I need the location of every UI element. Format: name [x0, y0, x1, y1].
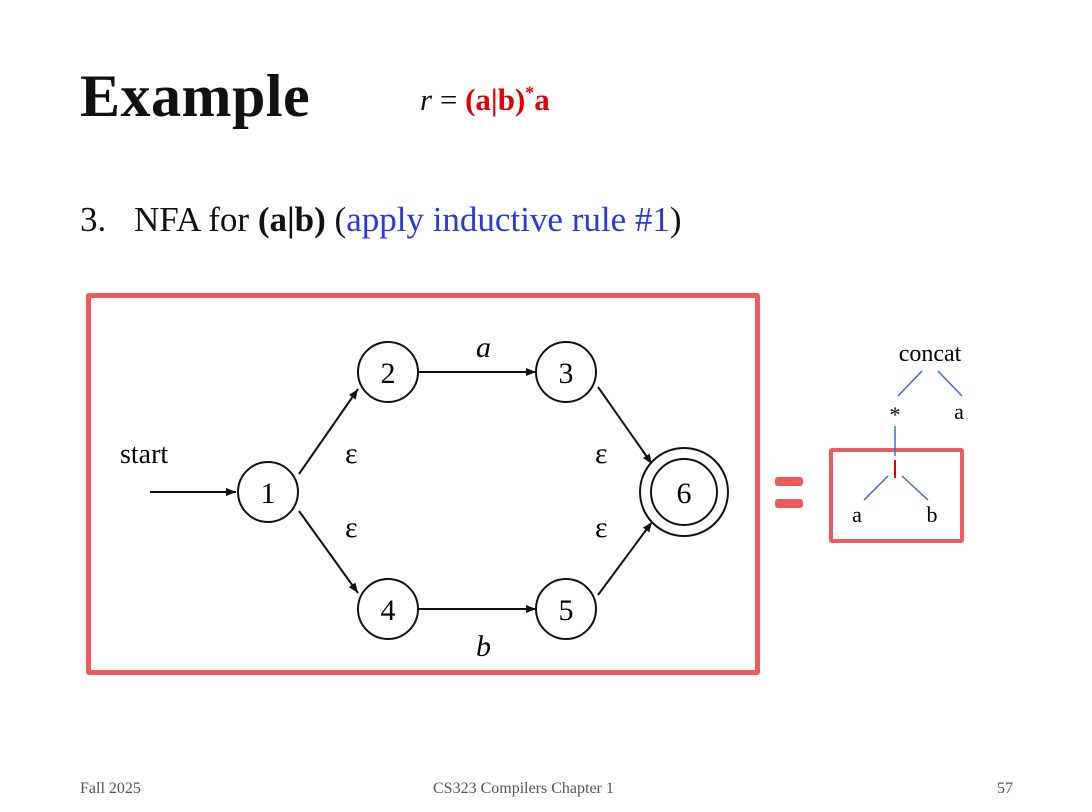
footer-course: CS323 Compilers Chapter 1 [433, 780, 614, 797]
state-1: 1 [237, 461, 299, 523]
tree-union-leaf-b: b [927, 502, 938, 527]
edge-label-1-2: ε [345, 437, 358, 470]
state-4: 4 [357, 578, 419, 640]
regex-expression: r = (a|b)*a [420, 82, 550, 118]
syntax-tree: concat * a a b [852, 341, 964, 527]
step-bullet: 3. NFA for (a|b) (apply inductive rule #1… [80, 200, 682, 240]
page-title: Example [80, 63, 311, 129]
regex-variable: r [420, 82, 433, 117]
footer-page-number: 57 [997, 780, 1013, 797]
step-close-paren: ) [669, 200, 682, 239]
regex-union-group: (a|b) [465, 82, 526, 117]
tree-leaf-a: a [954, 399, 964, 424]
tree-line-union-a [863, 475, 889, 501]
edge-1-4 [298, 510, 359, 594]
edge-label-3-6: ε [595, 437, 608, 470]
step-text: NFA for [134, 200, 258, 239]
regex-suffix: a [534, 82, 550, 117]
state-1-label: 1 [261, 477, 276, 510]
state-3-label: 3 [559, 357, 574, 390]
state-2-label: 2 [381, 357, 396, 390]
regex-star: * [525, 82, 535, 103]
state-4-label: 4 [381, 594, 396, 627]
tree-union-leaf-a: a [852, 502, 862, 527]
edge-3-6 [597, 386, 653, 465]
step-rule-text: apply inductive rule #1 [346, 200, 670, 239]
edge-5-6 [597, 521, 653, 596]
regex-equals: = [432, 82, 466, 117]
equals-bar-top [775, 477, 803, 486]
step-open-paren: ( [325, 200, 347, 239]
edge-label-4-5: b [476, 630, 491, 663]
state-5: 5 [535, 578, 597, 640]
edge-1-2 [298, 388, 359, 475]
step-expression: (a|b) [257, 200, 326, 239]
edge-label-5-6: ε [595, 511, 608, 544]
tree-line-union-b [901, 475, 929, 501]
equals-bar-bottom [775, 499, 803, 508]
step-number: 3. [80, 200, 107, 239]
edge-label-1-4: ε [345, 511, 358, 544]
state-6-label: 6 [677, 477, 692, 510]
state-3: 3 [535, 341, 597, 403]
tree-line-concat-star [897, 370, 923, 397]
state-5-label: 5 [559, 594, 574, 627]
state-2: 2 [357, 341, 419, 403]
edge-label-2-3: a [476, 331, 491, 364]
footer-term: Fall 2025 [80, 780, 141, 797]
start-label: start [120, 439, 168, 470]
tree-root-concat: concat [899, 341, 962, 367]
state-6-accepting: 6 [639, 447, 729, 537]
tree-line-concat-a [937, 370, 963, 397]
subtree-highlight-box [829, 448, 964, 543]
tree-star-node: * [890, 402, 901, 427]
nfa-highlight-box [86, 293, 760, 675]
